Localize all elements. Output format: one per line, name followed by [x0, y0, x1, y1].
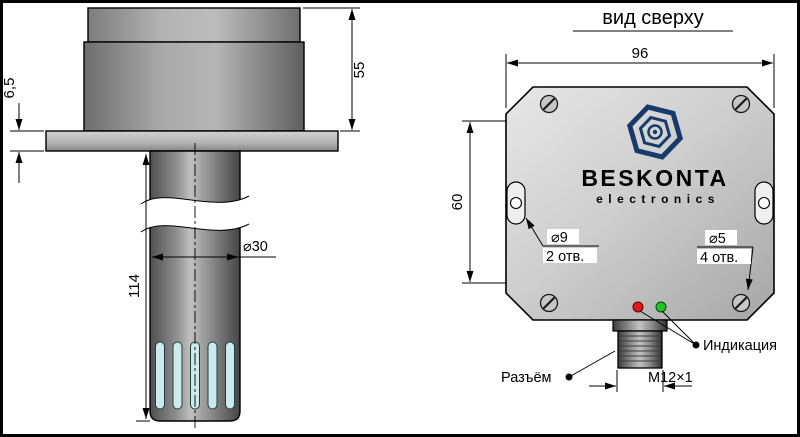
view-title: вид сверху	[602, 7, 703, 29]
dim-d30: ⌀30	[152, 239, 276, 261]
vent-slot	[207, 341, 218, 410]
dim-60-label: 60	[449, 194, 466, 211]
brand-logo-icon	[626, 104, 684, 160]
vent-slot	[155, 341, 165, 410]
brand-name: BESKONTA	[581, 165, 728, 191]
keyhole-slot-right	[754, 181, 774, 225]
dim-m12: M12×1	[589, 370, 693, 392]
corner-screw	[539, 94, 559, 114]
dim-55: 55	[303, 7, 368, 132]
dim-96: 96	[505, 45, 775, 108]
callout-d5-count: 4 отв.	[700, 250, 738, 266]
dim-96-label: 96	[632, 45, 649, 62]
connector-label: Разъём	[501, 370, 552, 386]
dim-114: 114	[126, 154, 150, 422]
corner-screw	[731, 94, 751, 114]
top-view: вид сверху 96	[449, 7, 777, 392]
connector	[612, 319, 668, 369]
sensor-body	[83, 41, 305, 132]
leader-dot	[692, 341, 700, 349]
callout-d5-dia: ⌀5	[709, 231, 726, 247]
corner-screw	[731, 293, 751, 313]
brand-logo: BESKONTA electronics	[581, 104, 728, 206]
mounting-flange	[45, 130, 339, 152]
corner-screws	[539, 94, 751, 313]
indication-callout: Индикация	[639, 310, 777, 354]
callout-d5: ⌀5 4 отв.	[697, 230, 754, 291]
dim-m12-label: M12×1	[648, 370, 693, 386]
dim-55-label: 55	[351, 62, 368, 79]
dim-60: 60	[449, 120, 507, 284]
callout-d9-count: 2 отв.	[546, 249, 584, 265]
callout-d9-dia: ⌀9	[551, 230, 568, 246]
vent-slot	[172, 341, 183, 410]
brand-sub: electronics	[596, 192, 720, 206]
dim-114-label: 114	[126, 274, 143, 298]
dim-d30-label: ⌀30	[243, 239, 268, 255]
indication-label: Индикация	[703, 338, 777, 354]
dim-6-5: 6,5	[1, 78, 44, 183]
leader-dot	[565, 373, 573, 381]
led-red	[632, 301, 644, 313]
side-view: 55 6,5 114 ⌀30	[1, 7, 368, 431]
keyhole-slot-left	[506, 181, 526, 225]
vent-slot	[225, 341, 235, 410]
callout-d9: ⌀9 2 отв.	[525, 217, 599, 265]
dim-6-5-label: 6,5	[1, 78, 18, 99]
connector-callout: Разъём	[501, 350, 616, 386]
led-green	[655, 301, 667, 313]
corner-screw	[539, 293, 559, 313]
sensor-cap	[87, 7, 301, 43]
